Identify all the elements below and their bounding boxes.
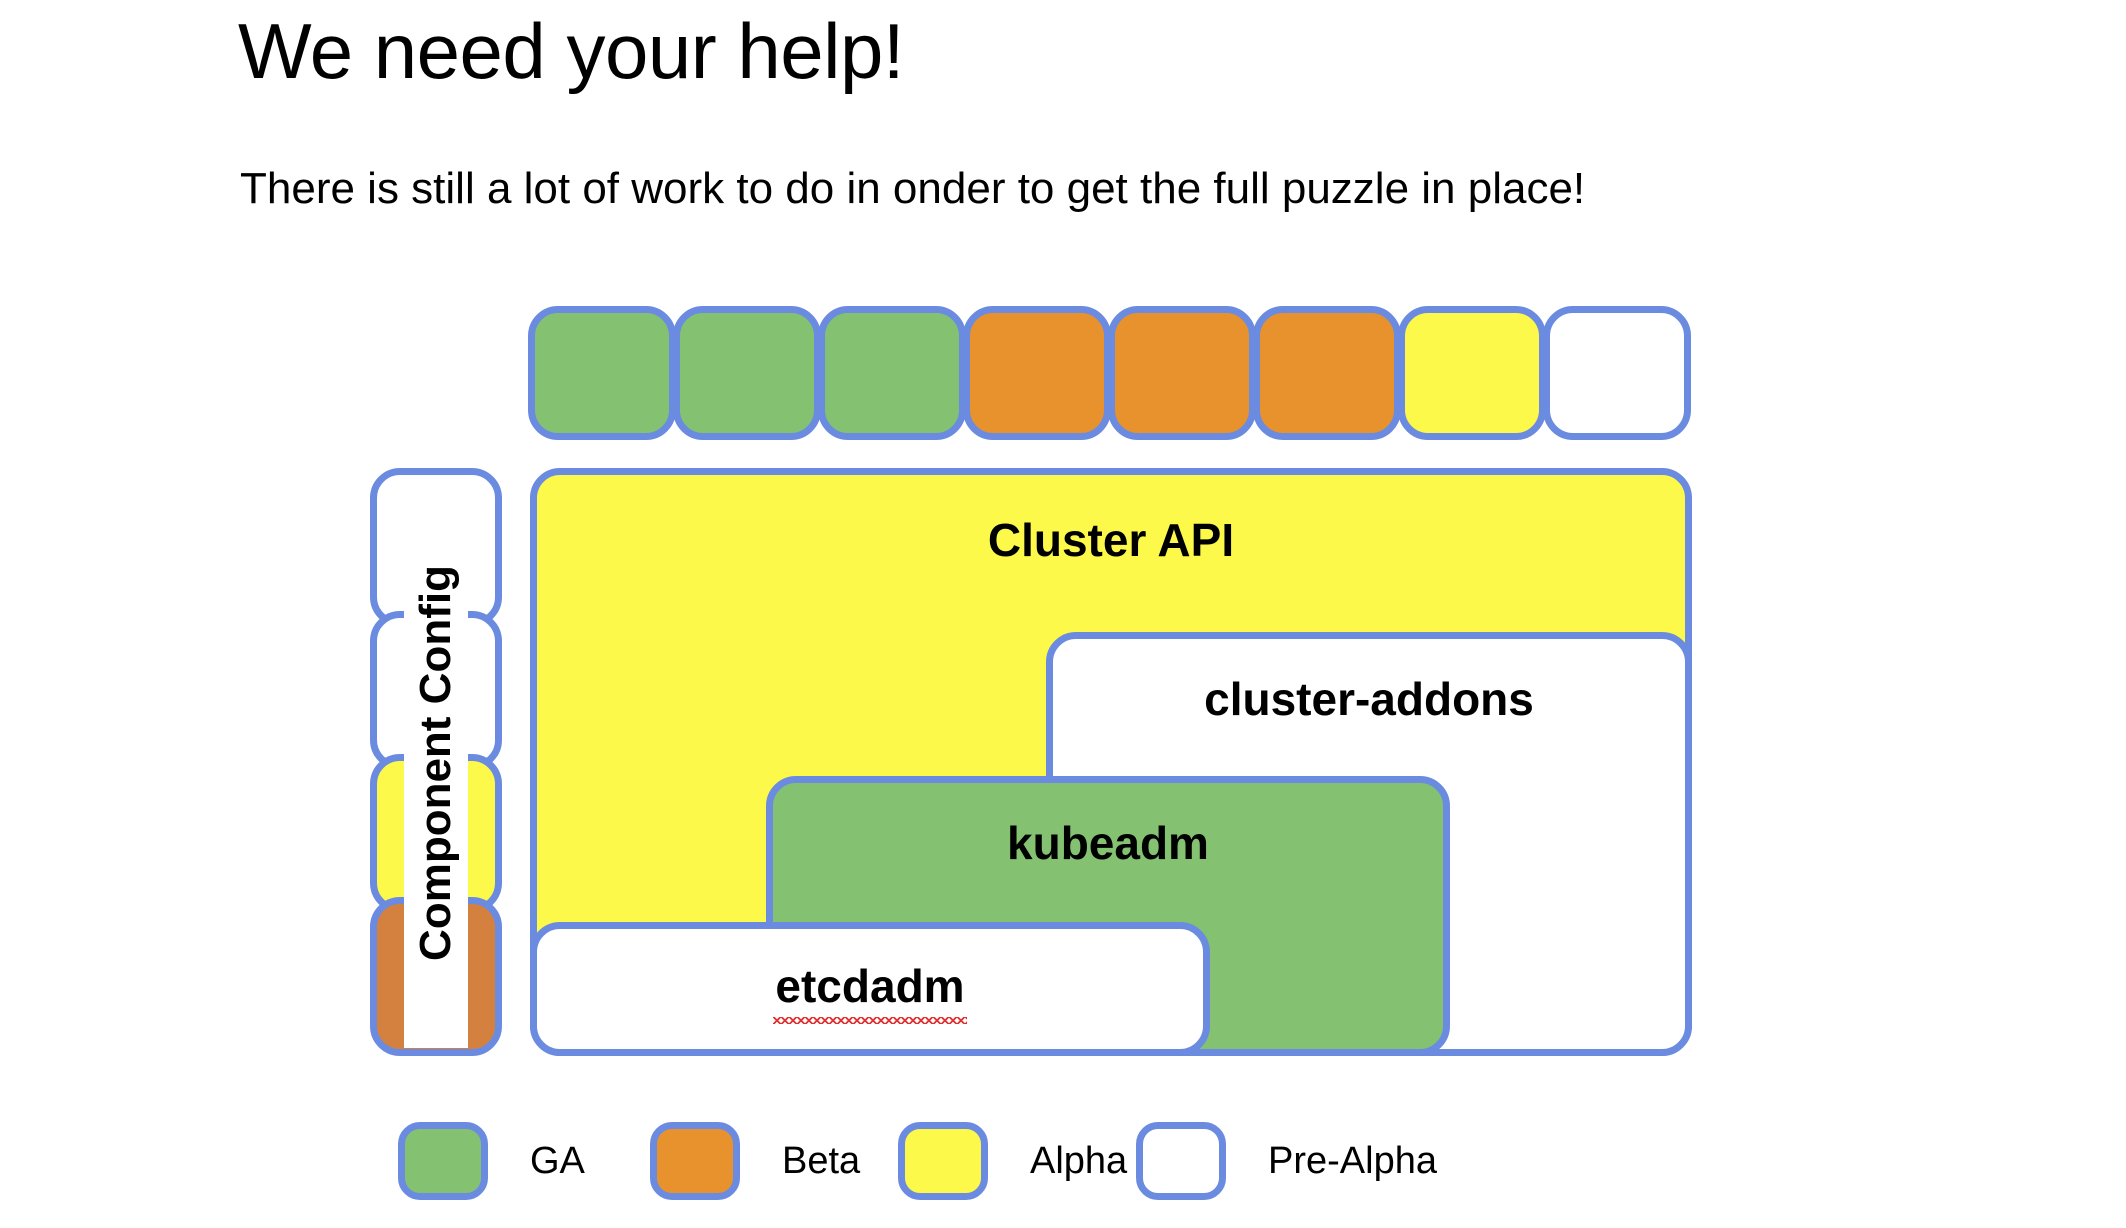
- provisioner-chip-7: [1398, 306, 1546, 440]
- maturity-legend: GA Beta Alpha Pre-Alpha: [398, 1122, 1698, 1212]
- page-subtitle: There is still a lot of work to do in on…: [240, 164, 1586, 213]
- legend-label-alpha: Alpha: [1030, 1139, 1128, 1182]
- legend-swatch-beta: [650, 1122, 740, 1200]
- legend-item-beta: Beta: [650, 1122, 860, 1200]
- legend-item-pre-alpha: Pre-Alpha: [1136, 1122, 1437, 1200]
- etcdadm-label: etcdadm: [773, 960, 967, 1024]
- legend-label-pre-alpha: Pre-Alpha: [1268, 1139, 1437, 1182]
- provisioner-chip-5: [1108, 306, 1256, 440]
- legend-item-ga: GA: [398, 1122, 585, 1200]
- provisioner-chip-2: [673, 306, 821, 440]
- k8s-cluster-provisioners-row: [528, 306, 1692, 440]
- legend-label-beta: Beta: [782, 1139, 861, 1182]
- legend-swatch-pre-alpha: [1136, 1122, 1226, 1200]
- provisioner-chip-6: [1253, 306, 1401, 440]
- legend-swatch-alpha: [898, 1122, 988, 1200]
- provisioner-chip-3: [818, 306, 966, 440]
- provisioner-chip-8: [1543, 306, 1691, 440]
- component-config-label: Component Config: [411, 565, 461, 961]
- etcdadm-label-wrap: etcdadm: [537, 959, 1203, 1024]
- cluster-api-label: Cluster API: [987, 514, 1235, 566]
- kubeadm-label: kubeadm: [1007, 817, 1209, 869]
- provisioner-chip-4: [963, 306, 1111, 440]
- provisioner-chip-1: [528, 306, 676, 440]
- legend-label-ga: GA: [530, 1139, 585, 1182]
- component-config-label-band: Component Config: [404, 478, 468, 1048]
- legend-swatch-ga: [398, 1122, 488, 1200]
- page-title: We need your help!: [238, 7, 905, 95]
- legend-item-alpha: Alpha: [898, 1122, 1127, 1200]
- cluster-addons-label: cluster-addons: [1204, 673, 1534, 725]
- etcdadm-box: etcdadm: [530, 922, 1210, 1056]
